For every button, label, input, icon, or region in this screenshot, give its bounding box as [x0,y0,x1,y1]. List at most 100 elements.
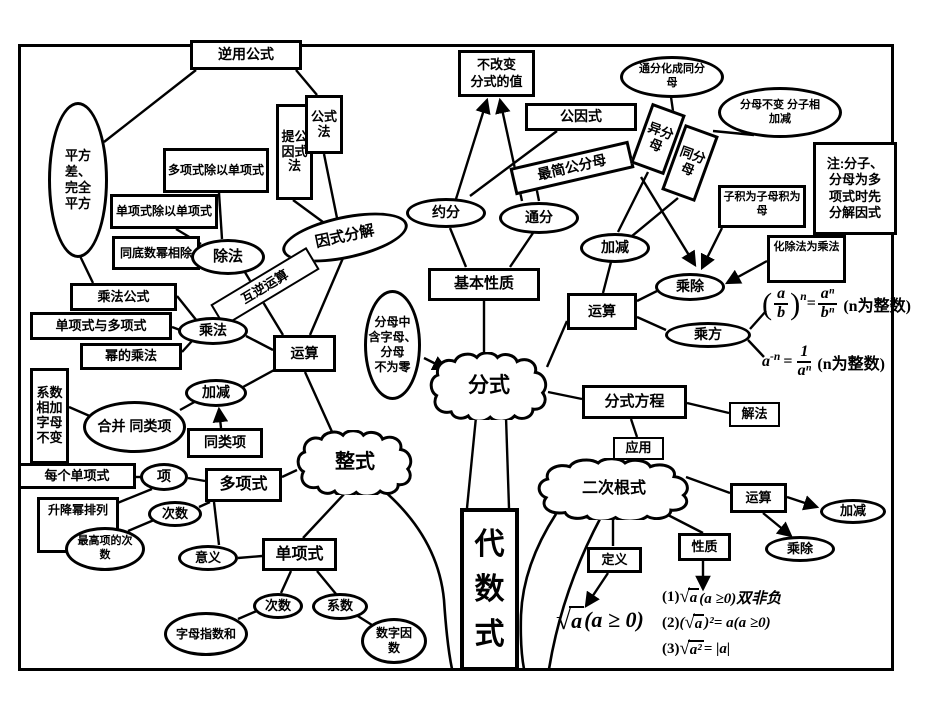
node-common-factor: 公因式 [525,103,637,131]
node-combine-like-terms: 合并 同类项 [83,401,186,453]
denominator: aⁿ [797,361,812,379]
node-add-subtract-radical: 加减 [820,499,886,524]
node-numerator-product-denominator-product: 子积为子母积为母 [718,185,806,228]
node-each-monomial: 每个单项式 [18,463,136,489]
denominator: bⁿ [820,303,835,321]
node-formula-method: 公式 法 [305,95,343,154]
node-polynomial-div-monomial: 多项式除以单项式 [163,148,269,193]
rest: = |a| [703,640,731,657]
node-fraction-expression: 分式 [428,352,550,420]
node-monomial-div-monomial: 单项式除以单项式 [110,194,218,229]
property-line-2: (2)(√a)² = a(a ≥0) [662,612,771,634]
radical-sign: √ [684,612,695,633]
node-application: 应用 [613,437,664,460]
node-like-terms: 同类项 [187,428,263,458]
node-numeric-factor: 数字因 数 [361,618,427,664]
numerator: a [774,285,789,305]
node-same-base-power-division: 同底数幂相除 [112,236,200,270]
condition: (a ≥ 0) [584,607,644,632]
node-multiplication: 乘法 [178,317,248,345]
property-line-1: (1)√a(a ≥0)双非负 [662,586,781,608]
exponent: -n [770,350,781,363]
base: a [762,352,770,370]
node-value-unchanged: 不改变 分式的值 [458,50,535,97]
node-apply-formula-reversely: 逆用公式 [190,40,302,70]
node-common-denominator-conversion: 通分 [499,202,579,234]
cloud-shape [428,352,550,420]
radical-sign: √ [679,586,690,607]
node-integral-expression: 整式 [295,430,415,495]
node-highest-term-degree: 最高项的次 数 [65,527,145,571]
node-coefficient: 系数 [312,593,368,620]
node-denominator-contains-letters: 分母中 含字母、 分母 不为零 [364,290,421,400]
radicand: a [569,606,585,633]
node-algebraic-expression: 代 数 式 [460,508,519,671]
node-ascending-descending-order: 升降幂排列 [37,497,119,553]
condition: (n为整数) [817,355,885,373]
node-degree-monomial: 次数 [253,593,303,619]
node-monomial-and-polynomial: 单项式与多项式 [30,312,172,340]
rest: = a(a ≥0) [713,614,771,631]
cloud-label: 分式 [468,373,510,397]
node-reduction: 约分 [406,198,486,228]
node-quadratic-radical: 二次根式 [535,458,693,520]
numerator: 1 [797,343,812,363]
node-basic-property: 基本性质 [428,268,540,301]
open-paren: ( [762,286,773,321]
equals: = [806,294,816,312]
node-convert-to-same-denominator: 通分化成同分 母 [620,56,724,98]
node-operations-fraction: 运算 [567,293,637,330]
node-property: 性质 [678,533,731,561]
node-multiply-divide-radical: 乘除 [765,536,835,562]
radicand: a² [687,639,704,658]
node-degree-polynomial: 次数 [148,501,202,527]
numerator: aⁿ [817,285,838,305]
node-note-factor-first: 注:分子、 分母为多 项式时先 分解因式 [813,142,897,235]
node-polynomial: 多项式 [205,468,282,502]
node-coefficients-add-letters-unchanged: 系数 相加 字母 不变 [30,368,69,464]
node-power: 乘方 [665,322,751,348]
node-operations-integral: 运算 [273,335,336,372]
formula-radical-properties: (1)√a(a ≥0)双非负 (2)(√a)² = a(a ≥0) (3)√a²… [662,586,781,664]
denominator: b [777,303,786,321]
radicand: a [692,613,705,632]
exponent: n [800,290,807,303]
node-power-multiplication: 幂的乘法 [80,343,182,370]
node-sum-of-letter-exponents: 字母指数和 [164,612,248,656]
outer-border [18,44,894,671]
radical-sign: √ [679,638,690,659]
condition: (n为整数) [843,297,911,315]
cloud-label: 整式 [335,451,375,473]
formula-sqrt-definition: √a(a ≥ 0) [556,604,644,636]
node-add-subtract-integral: 加减 [185,379,247,407]
node-monomial: 单项式 [262,538,337,571]
cloud-shape [535,458,693,520]
node-definition: 定义 [587,547,642,573]
prefix: ( [679,614,685,631]
node-division: 除法 [191,239,265,275]
index: (2) [662,614,680,631]
index: (1) [662,588,680,605]
connector-group [68,69,820,670]
node-division-to-multiplication: 化除法为乘法 [767,235,846,283]
cloud-shape [295,430,415,495]
node-operations-radical: 运算 [730,483,787,513]
equals: = [783,352,793,370]
close-paren: ) [790,286,801,321]
node-multiply-divide-fraction: 乘除 [655,273,725,301]
property-line-3: (3)√a² = |a| [662,638,730,660]
node-multiplication-formulas: 乘法公式 [70,283,177,311]
radicand: a [687,587,700,606]
node-add-subtract-fraction: 加减 [580,233,650,263]
node-denominator-unchanged-numerators-add: 分母不变 分子相 加减 [718,87,842,138]
node-term: 项 [140,463,188,491]
cloud-label: 二次根式 [581,480,646,497]
suffix: )² [704,614,714,631]
radical-sign: √ [556,604,572,635]
